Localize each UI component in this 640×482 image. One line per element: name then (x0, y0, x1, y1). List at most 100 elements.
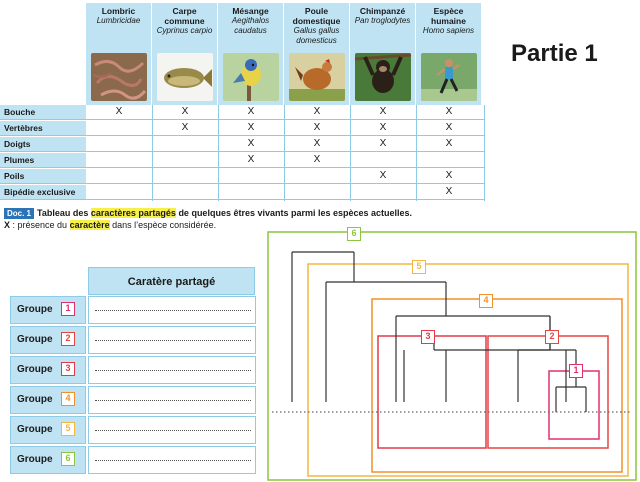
species-name: Lombric (101, 6, 136, 16)
group-row-3: Groupe 3 (10, 356, 256, 386)
caption-text: de quelques êtres vivants parmi les espè… (175, 208, 413, 218)
trait-row-doigts: Doigts X X X X (0, 137, 485, 152)
hen-photo (289, 53, 345, 101)
tree-badge-4: 4 (479, 294, 493, 308)
presence-mark: X (181, 122, 189, 133)
species-header-poule: Poule domestique Gallus gallus domesticu… (284, 3, 350, 105)
species-header-chimpanze: Chimpanzé Pan troglodytes (350, 3, 416, 105)
presence-mark: X (313, 122, 321, 133)
presence-mark: X (445, 138, 453, 149)
caption-highlight: caractères partagés (90, 208, 176, 218)
tree-badge-1: 1 (569, 364, 583, 378)
species-name: Carpe commune (164, 6, 205, 26)
column-divider (284, 105, 285, 201)
species-scientific-name: Aegithalos caudatus (231, 16, 270, 35)
group-box-5 (307, 263, 629, 477)
species-name: Poule domestique (292, 6, 341, 26)
species-header-lombric: Lombric Lumbricidae (86, 3, 152, 105)
species-header-carpe: Carpe commune Cyprinus carpio (152, 3, 218, 105)
presence-mark: X (445, 186, 453, 197)
species-name: Mésange (232, 6, 269, 16)
presence-mark: X (247, 122, 255, 133)
caption-text: Tableau des (37, 208, 91, 218)
legend-highlight: caractère (69, 220, 110, 230)
species-scientific-name: Homo sapiens (422, 26, 475, 35)
tree-badge-5: 5 (412, 260, 426, 274)
trait-label: Vertèbres (0, 121, 86, 135)
group-answer-field[interactable] (88, 296, 256, 324)
trait-label: Plumes (0, 153, 86, 167)
group-row-1: Groupe 1 (10, 296, 256, 326)
presence-mark: X (247, 154, 255, 165)
groups-table-header: Caratère partagé (88, 267, 255, 295)
group-row-2: Groupe 2 (10, 326, 256, 356)
trait-row-vertebres: Vertèbres X X X X X (0, 121, 485, 136)
group-number-badge: 3 (61, 362, 75, 376)
group-answer-field[interactable] (88, 326, 256, 354)
column-divider (152, 105, 153, 201)
presence-mark: X (445, 106, 453, 117)
trait-label: Bouche (0, 105, 86, 119)
phylogenetic-tree: 6 5 4 3 2 1 (266, 222, 640, 482)
tit-bird-photo (223, 53, 279, 101)
group-answer-field[interactable] (88, 416, 256, 444)
group-label: Groupe (10, 416, 86, 444)
species-name: Chimpanzé (359, 6, 406, 16)
group-row-6: Groupe 6 (10, 446, 256, 476)
group-number-badge: 2 (61, 332, 75, 346)
trait-row-bipedie: Bipédie exclusive X (0, 185, 485, 200)
tree-badge-2: 2 (545, 330, 559, 344)
trait-row-plumes: Plumes X X (0, 153, 485, 168)
tree-badge-6: 6 (347, 227, 361, 241)
tree-svg (267, 231, 637, 481)
legend-text: : présence du (10, 220, 70, 230)
presence-mark: X (445, 122, 453, 133)
group-label: Groupe (10, 356, 86, 384)
group-number-badge: 4 (61, 392, 75, 406)
column-divider (350, 105, 351, 201)
trait-label: Doigts (0, 137, 86, 151)
presence-mark: X (247, 138, 255, 149)
legend-symbol: X (4, 220, 11, 230)
species-scientific-name: Pan troglodytes (354, 16, 411, 25)
tree-badge-3: 3 (421, 330, 435, 344)
group-box-3 (377, 335, 487, 449)
presence-mark: X (379, 170, 387, 181)
presence-mark: X (379, 106, 387, 117)
presence-mark: X (379, 122, 387, 133)
group-number-badge: 1 (61, 302, 75, 316)
presence-mark: X (115, 106, 123, 117)
column-divider (484, 105, 485, 201)
trait-row-poils: Poils X X (0, 169, 485, 184)
tree-branches (291, 251, 587, 412)
presence-mark: X (445, 170, 453, 181)
group-answer-field[interactable] (88, 446, 256, 474)
human-runner-photo (421, 53, 477, 101)
species-header-mesange: Mésange Aegithalos caudatus (218, 3, 284, 105)
group-answer-field[interactable] (88, 356, 256, 384)
doc-tag: Doc. 1 (4, 208, 35, 219)
species-scientific-name: Gallus gallus domesticus (293, 26, 340, 45)
group-answer-field[interactable] (88, 386, 256, 414)
earthworm-photo (91, 53, 147, 101)
column-divider (416, 105, 417, 201)
group-row-4: Groupe 4 (10, 386, 256, 416)
column-divider (218, 105, 219, 201)
carp-photo (157, 53, 213, 101)
trait-label: Bipédie exclusive (0, 185, 86, 199)
partie-title: Partie 1 (511, 40, 598, 67)
presence-mark: X (181, 106, 189, 117)
group-number-badge: 6 (61, 452, 75, 466)
trait-label: Poils (0, 169, 86, 183)
group-row-5: Groupe 5 (10, 416, 256, 446)
presence-mark: X (313, 106, 321, 117)
trait-row-bouche: Bouche X X X X X X (0, 105, 485, 120)
species-header-humain: Espèce humaine Homo sapiens (416, 3, 482, 105)
group-number-badge: 5 (61, 422, 75, 436)
presence-mark: X (313, 154, 321, 165)
chimpanzee-photo (355, 53, 411, 101)
table-legend: X : présence du caractère dans l’espèce … (4, 219, 216, 231)
species-scientific-name: Cyprinus carpio (156, 26, 213, 35)
group-box-6 (267, 231, 637, 481)
